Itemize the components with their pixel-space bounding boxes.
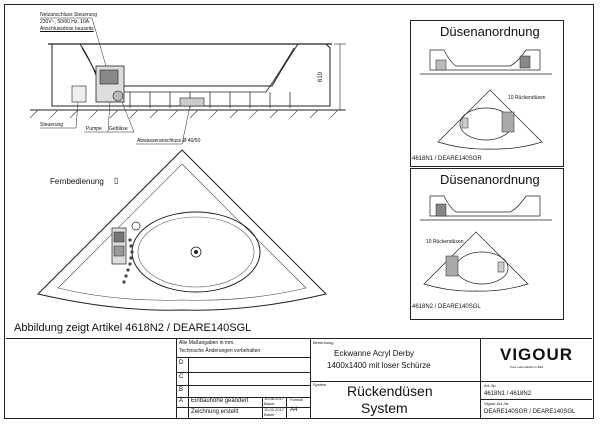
figure-caption: Abbildung zeigt Artikel 4618N2 / DEARE14… xyxy=(14,322,252,334)
drawing-frame xyxy=(4,4,594,419)
art-label: Art.-Nr. xyxy=(484,383,497,388)
panel-1-title: Düsenanordnung xyxy=(440,24,540,39)
label-pump: Pumpe xyxy=(86,126,102,132)
desc-label: Benennung xyxy=(313,340,334,345)
vigour-art-label: Vigour-Art.-Nr. xyxy=(484,401,510,406)
rev-c: C xyxy=(179,374,184,380)
system-line-1: Rückendüsen xyxy=(347,383,433,399)
label-remote: Fernbedienung xyxy=(50,177,104,186)
date-1: 10.08.2017 xyxy=(264,396,285,401)
drawing-created: Zeichnung erstellt xyxy=(191,409,239,415)
panel-2-title: Düsenanordnung xyxy=(440,172,540,187)
system-line-2: System xyxy=(361,400,408,416)
rev-d: D xyxy=(179,360,184,366)
label-control: Steuerung xyxy=(40,122,64,128)
date-2: 10.03.2017 xyxy=(264,407,285,412)
panel-1-code: 4618N1 / DEARE140SGR xyxy=(412,156,482,162)
supply-box: Anschlussdose bauseits xyxy=(40,26,94,32)
remote-icon: ▯ xyxy=(114,176,119,185)
label-blower: Gebläse xyxy=(109,126,128,132)
vigour-art-number: DEARE140SGR / DEARE140SGL xyxy=(484,409,576,415)
supply-spec: 230V~, 50/60 Hz, 10A xyxy=(40,19,90,25)
nozzle-panel-1 xyxy=(410,20,564,167)
format-label: Format xyxy=(290,397,303,402)
system-label: System xyxy=(313,382,327,387)
label-drain: Abwasseranschluss Ø 40/50 xyxy=(137,138,201,144)
product-line-1: Eckwanne Acryl Derby xyxy=(334,349,415,358)
brand-logo: VIGOUR xyxy=(500,345,574,364)
install-height-change: Einbauhöhe geändert xyxy=(191,398,249,404)
rev-a: A xyxy=(179,398,184,404)
panel-1-nozzles: 10 Rückendüsen xyxy=(508,95,546,101)
dims-note: Alle Maßangaben in mm. xyxy=(179,340,235,346)
changes-note: Technische Änderungen vorbehalten xyxy=(179,348,261,354)
art-number: 4618N1 / 4618N2 xyxy=(484,391,532,397)
format-value: A4 xyxy=(290,407,298,413)
name-1: Bauer xyxy=(264,401,275,406)
supply-title: Netzanschluss Steuerung xyxy=(40,12,97,18)
rev-b: B xyxy=(179,387,184,393)
brand-slogan: Pure Lebenskraft im Bad xyxy=(510,365,544,369)
panel-2-code: 4618N2 / DEARE140SGL xyxy=(412,304,481,310)
nozzle-panel-2 xyxy=(410,168,564,320)
title-block xyxy=(6,338,592,419)
name-2: Bauer xyxy=(264,412,275,417)
panel-2-nozzles: 10 Rückendüsen xyxy=(426,239,464,245)
product-line-2: 1400x1400 mit loser Schürze xyxy=(327,361,431,370)
